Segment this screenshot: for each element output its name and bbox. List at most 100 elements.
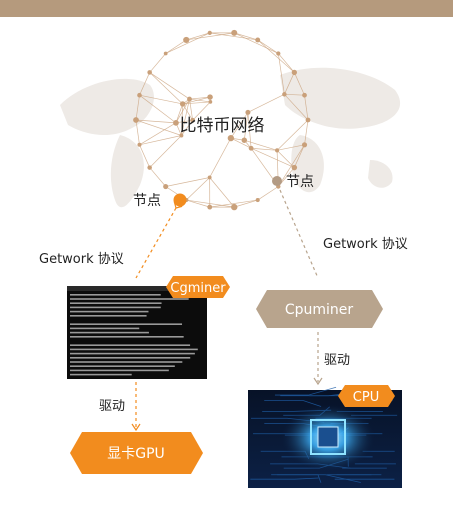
network-node: [163, 51, 168, 56]
network-link: [209, 199, 258, 208]
gpu-box[interactable]: 显卡GPU: [70, 432, 203, 474]
terminal-line: [70, 365, 175, 367]
cpu-label: CPU: [353, 390, 379, 405]
network-node: [245, 109, 251, 115]
network-link: [149, 135, 182, 168]
terminal-line: [70, 315, 147, 317]
circuit-trace: [264, 400, 322, 407]
network-link: [209, 137, 232, 178]
network-link: [257, 39, 295, 73]
terminal-line: [70, 331, 149, 334]
network-node: [291, 69, 297, 76]
network-link: [182, 96, 211, 105]
network-link: [243, 112, 249, 141]
network-link: [284, 93, 305, 96]
network-node: [179, 133, 184, 138]
network-node: [173, 119, 179, 126]
network-link: [276, 119, 309, 151]
network-link: [181, 120, 193, 136]
network-node: [241, 137, 248, 143]
right-node-dot[interactable]: [272, 176, 282, 186]
network-link: [189, 99, 194, 121]
network-link: [139, 135, 182, 146]
network-node: [302, 92, 307, 98]
network-link: [175, 103, 184, 123]
network-link: [186, 32, 235, 41]
network-link: [278, 53, 295, 73]
circuit-trace: [274, 386, 337, 396]
network-node: [255, 37, 261, 43]
terminal-line: [70, 357, 191, 359]
world-map-background: [60, 67, 401, 208]
network-link: [186, 32, 210, 41]
network-link: [257, 39, 279, 54]
network-link: [276, 150, 295, 168]
network-node: [248, 145, 254, 151]
network-node: [274, 148, 280, 153]
network-link: [294, 144, 305, 168]
network-link: [135, 119, 176, 124]
network-link: [186, 177, 210, 201]
network-node: [187, 96, 192, 102]
network-node: [231, 29, 238, 36]
network-node: [208, 100, 213, 104]
right-driver-arrowhead: [313, 377, 323, 386]
cpuminer-box[interactable]: Cpuminer: [256, 290, 383, 328]
cpuminer-label: Cpuminer: [285, 302, 354, 318]
left-driver-label: 驱动: [99, 399, 125, 414]
network-label: 比特币网络: [180, 116, 265, 136]
terminal-line: [70, 294, 161, 296]
terminal-line: [70, 336, 184, 338]
terminal-line: [70, 348, 198, 351]
terminal-line: [70, 310, 149, 313]
terminal-line: [70, 352, 195, 355]
network-link: [257, 186, 279, 201]
network-link: [181, 103, 184, 136]
network-node: [255, 198, 260, 203]
right-node-label: 节点: [286, 174, 314, 190]
left-connection-line: [135, 208, 176, 279]
network-link: [278, 144, 305, 187]
terminal-text-lines: [70, 294, 198, 376]
cpu-tag[interactable]: CPU: [338, 385, 395, 407]
network-node: [227, 134, 234, 142]
network-link: [230, 137, 252, 149]
network-link: [139, 144, 150, 168]
network-node: [207, 204, 213, 210]
network-link: [247, 112, 252, 149]
cgminer-label: Cgminer: [170, 281, 226, 296]
terminal-line: [70, 361, 183, 363]
network-node: [305, 117, 311, 123]
left-node-label: 节点: [133, 193, 161, 209]
network-link: [165, 177, 210, 187]
network-link: [294, 72, 305, 96]
left-node-dot[interactable]: [173, 193, 187, 207]
terminal-line: [70, 369, 169, 372]
network-link: [181, 98, 190, 136]
network-link: [182, 101, 211, 105]
cgminer-tag[interactable]: Cgminer: [166, 276, 230, 298]
network-node: [137, 92, 142, 98]
cgminer-terminal: [67, 286, 207, 379]
terminal-line: [70, 344, 191, 346]
network-link: [165, 39, 187, 54]
network-link: [189, 96, 211, 100]
right-driver-label: 驱动: [324, 353, 350, 368]
network-link: [250, 147, 295, 168]
network-node: [179, 101, 186, 107]
terminal-line: [70, 306, 161, 309]
terminal-line: [70, 298, 189, 300]
left-protocol-label: Getwork 协议: [39, 252, 124, 267]
network-link: [165, 32, 210, 54]
network-link: [277, 53, 285, 95]
network-link: [244, 139, 278, 151]
network-link: [149, 72, 183, 105]
terminal-line: [70, 302, 162, 304]
network-node: [190, 117, 196, 123]
right-connection-line: [279, 189, 319, 279]
network-node: [301, 142, 308, 148]
network-node: [163, 183, 169, 190]
network-link: [182, 103, 193, 121]
network-node: [207, 30, 212, 36]
